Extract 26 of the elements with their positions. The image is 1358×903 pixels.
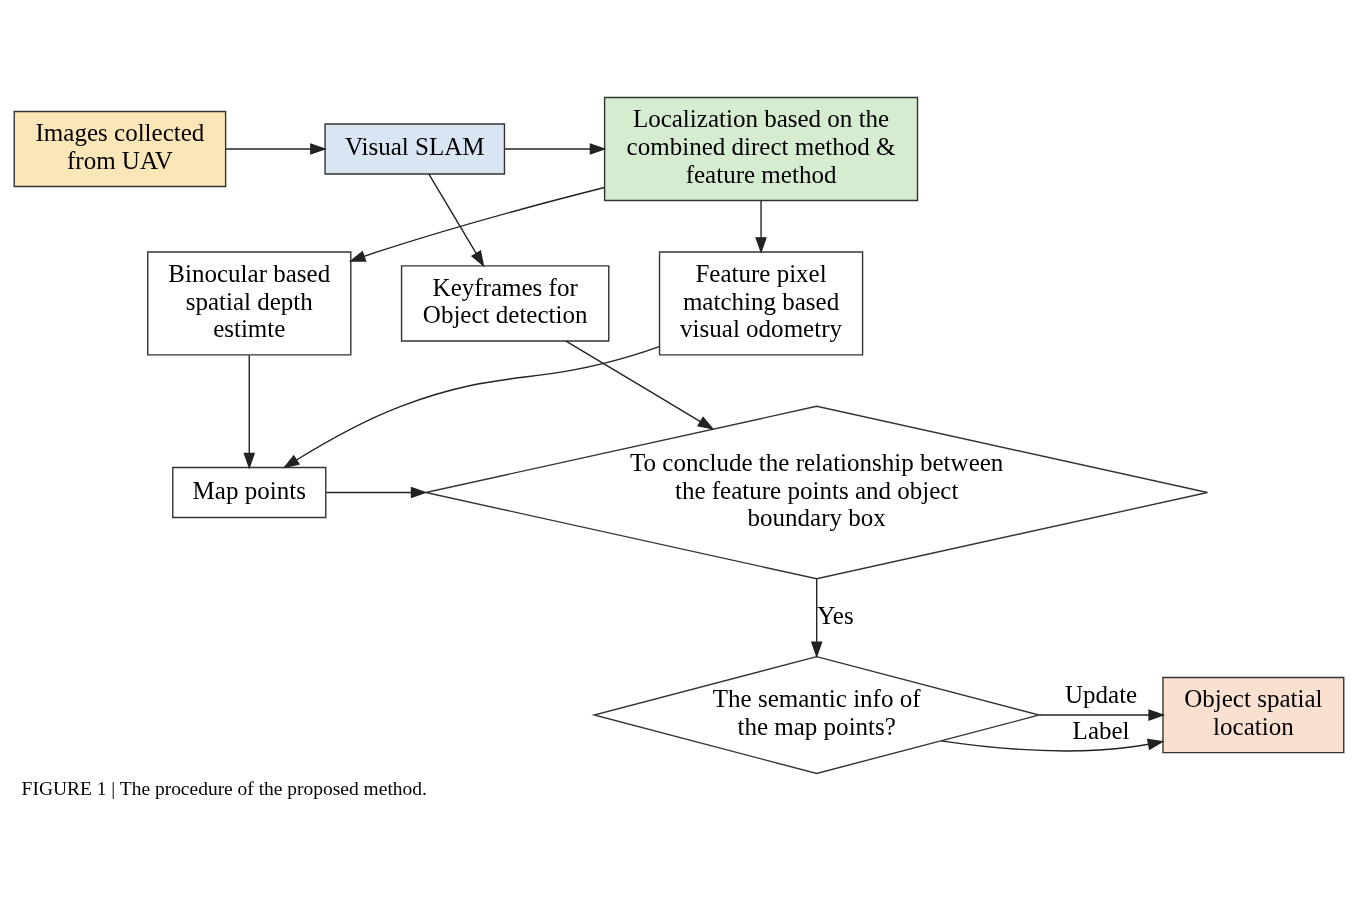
arrow — [940, 738, 1165, 752]
arrow — [810, 578, 823, 659]
edge-label: Label — [1072, 717, 1130, 745]
node-box: Keyframes for Object detection — [400, 265, 610, 342]
arrow — [325, 486, 428, 499]
node-box: Visual SLAM — [324, 123, 506, 175]
arrow — [282, 345, 660, 469]
arrow — [755, 200, 767, 254]
node-diamond: To conclude the relationship between the feature points and object boundary box — [425, 405, 1209, 580]
arrow — [504, 143, 607, 155]
arrow — [243, 354, 256, 470]
arrow — [1038, 709, 1166, 721]
node-box: Binocular based spatial depth estimte — [147, 251, 352, 356]
node-box: Feature pixel matching based visual odometry — [658, 251, 864, 356]
node-box: Localization based on the combined direct method & feature method — [603, 96, 919, 202]
edge-label: Yes — [817, 601, 854, 629]
arrow — [428, 173, 485, 268]
node-box: Images collected from UAV — [13, 110, 227, 188]
edge-label: Update — [1064, 681, 1138, 709]
arrow — [348, 186, 606, 262]
caption: FIGURE 1 | The procedure of the proposed method. — [21, 777, 427, 799]
node-diamond: The semantic info of the map points? — [591, 655, 1042, 775]
node-box: Map points — [172, 466, 327, 519]
node-box: Object spatial location — [1162, 676, 1345, 754]
arrow — [225, 143, 327, 155]
arrow — [565, 340, 715, 430]
